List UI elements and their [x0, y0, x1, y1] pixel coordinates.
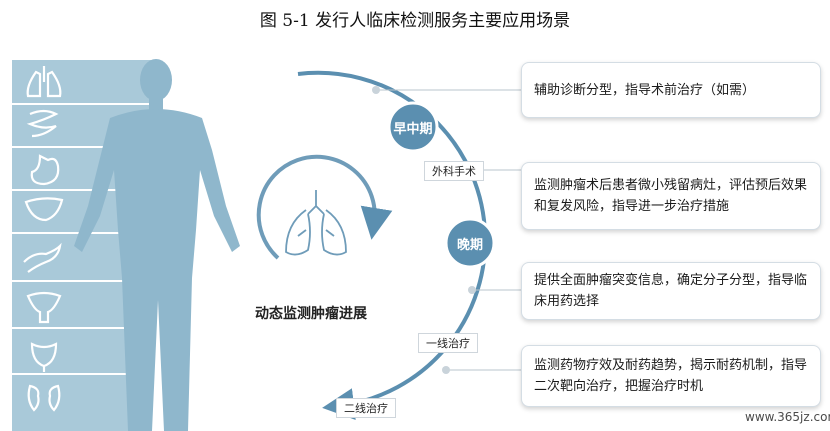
- timeline-arc: [297, 70, 488, 420]
- tag-second-line: 二线治疗: [336, 398, 396, 418]
- info-box-2: 监测肿瘤术后患者微小残留病灶，评估预后效果和复发风险，指导进一步治疗措施: [521, 162, 821, 230]
- human-silhouette: [74, 59, 240, 431]
- kidney-icon: [27, 384, 61, 412]
- liver-icon: [24, 197, 64, 222]
- tag-first-line: 一线治疗: [418, 333, 478, 353]
- pancreas-icon: [23, 242, 62, 273]
- info-box-1: 辅助诊断分型，指导术前治疗（如需）: [521, 62, 821, 118]
- intestine-icon: [26, 109, 59, 138]
- stage-late-circle: [444, 217, 496, 269]
- info-box-4: 监测药物疗效及耐药趋势，揭示耐药机制，指导二次靶向治疗，把握治疗时机: [521, 345, 821, 407]
- figure-title: 图 5-1 发行人临床检测服务主要应用场景: [259, 11, 571, 31]
- stage-late-label: 晚期: [456, 238, 483, 253]
- watermark: www.365jz.com: [745, 410, 830, 424]
- cycle-arrow: [256, 154, 393, 260]
- stomach-icon: [30, 154, 60, 186]
- stage-early-label: 早中期: [393, 122, 433, 137]
- connector-dots: [372, 86, 476, 374]
- lungs-icon: [26, 66, 62, 98]
- tag-surgery: 外科手术: [424, 161, 484, 181]
- stage-early-circle: [387, 101, 439, 153]
- center-label: 动态监测肿瘤进展: [255, 306, 367, 322]
- info-box-3: 提供全面肿瘤突变信息，确定分子分型，指导临床用药选择: [521, 262, 821, 320]
- bladder-icon: [30, 342, 58, 372]
- lungs-illustration: [285, 190, 347, 256]
- uterus-icon: [26, 291, 62, 324]
